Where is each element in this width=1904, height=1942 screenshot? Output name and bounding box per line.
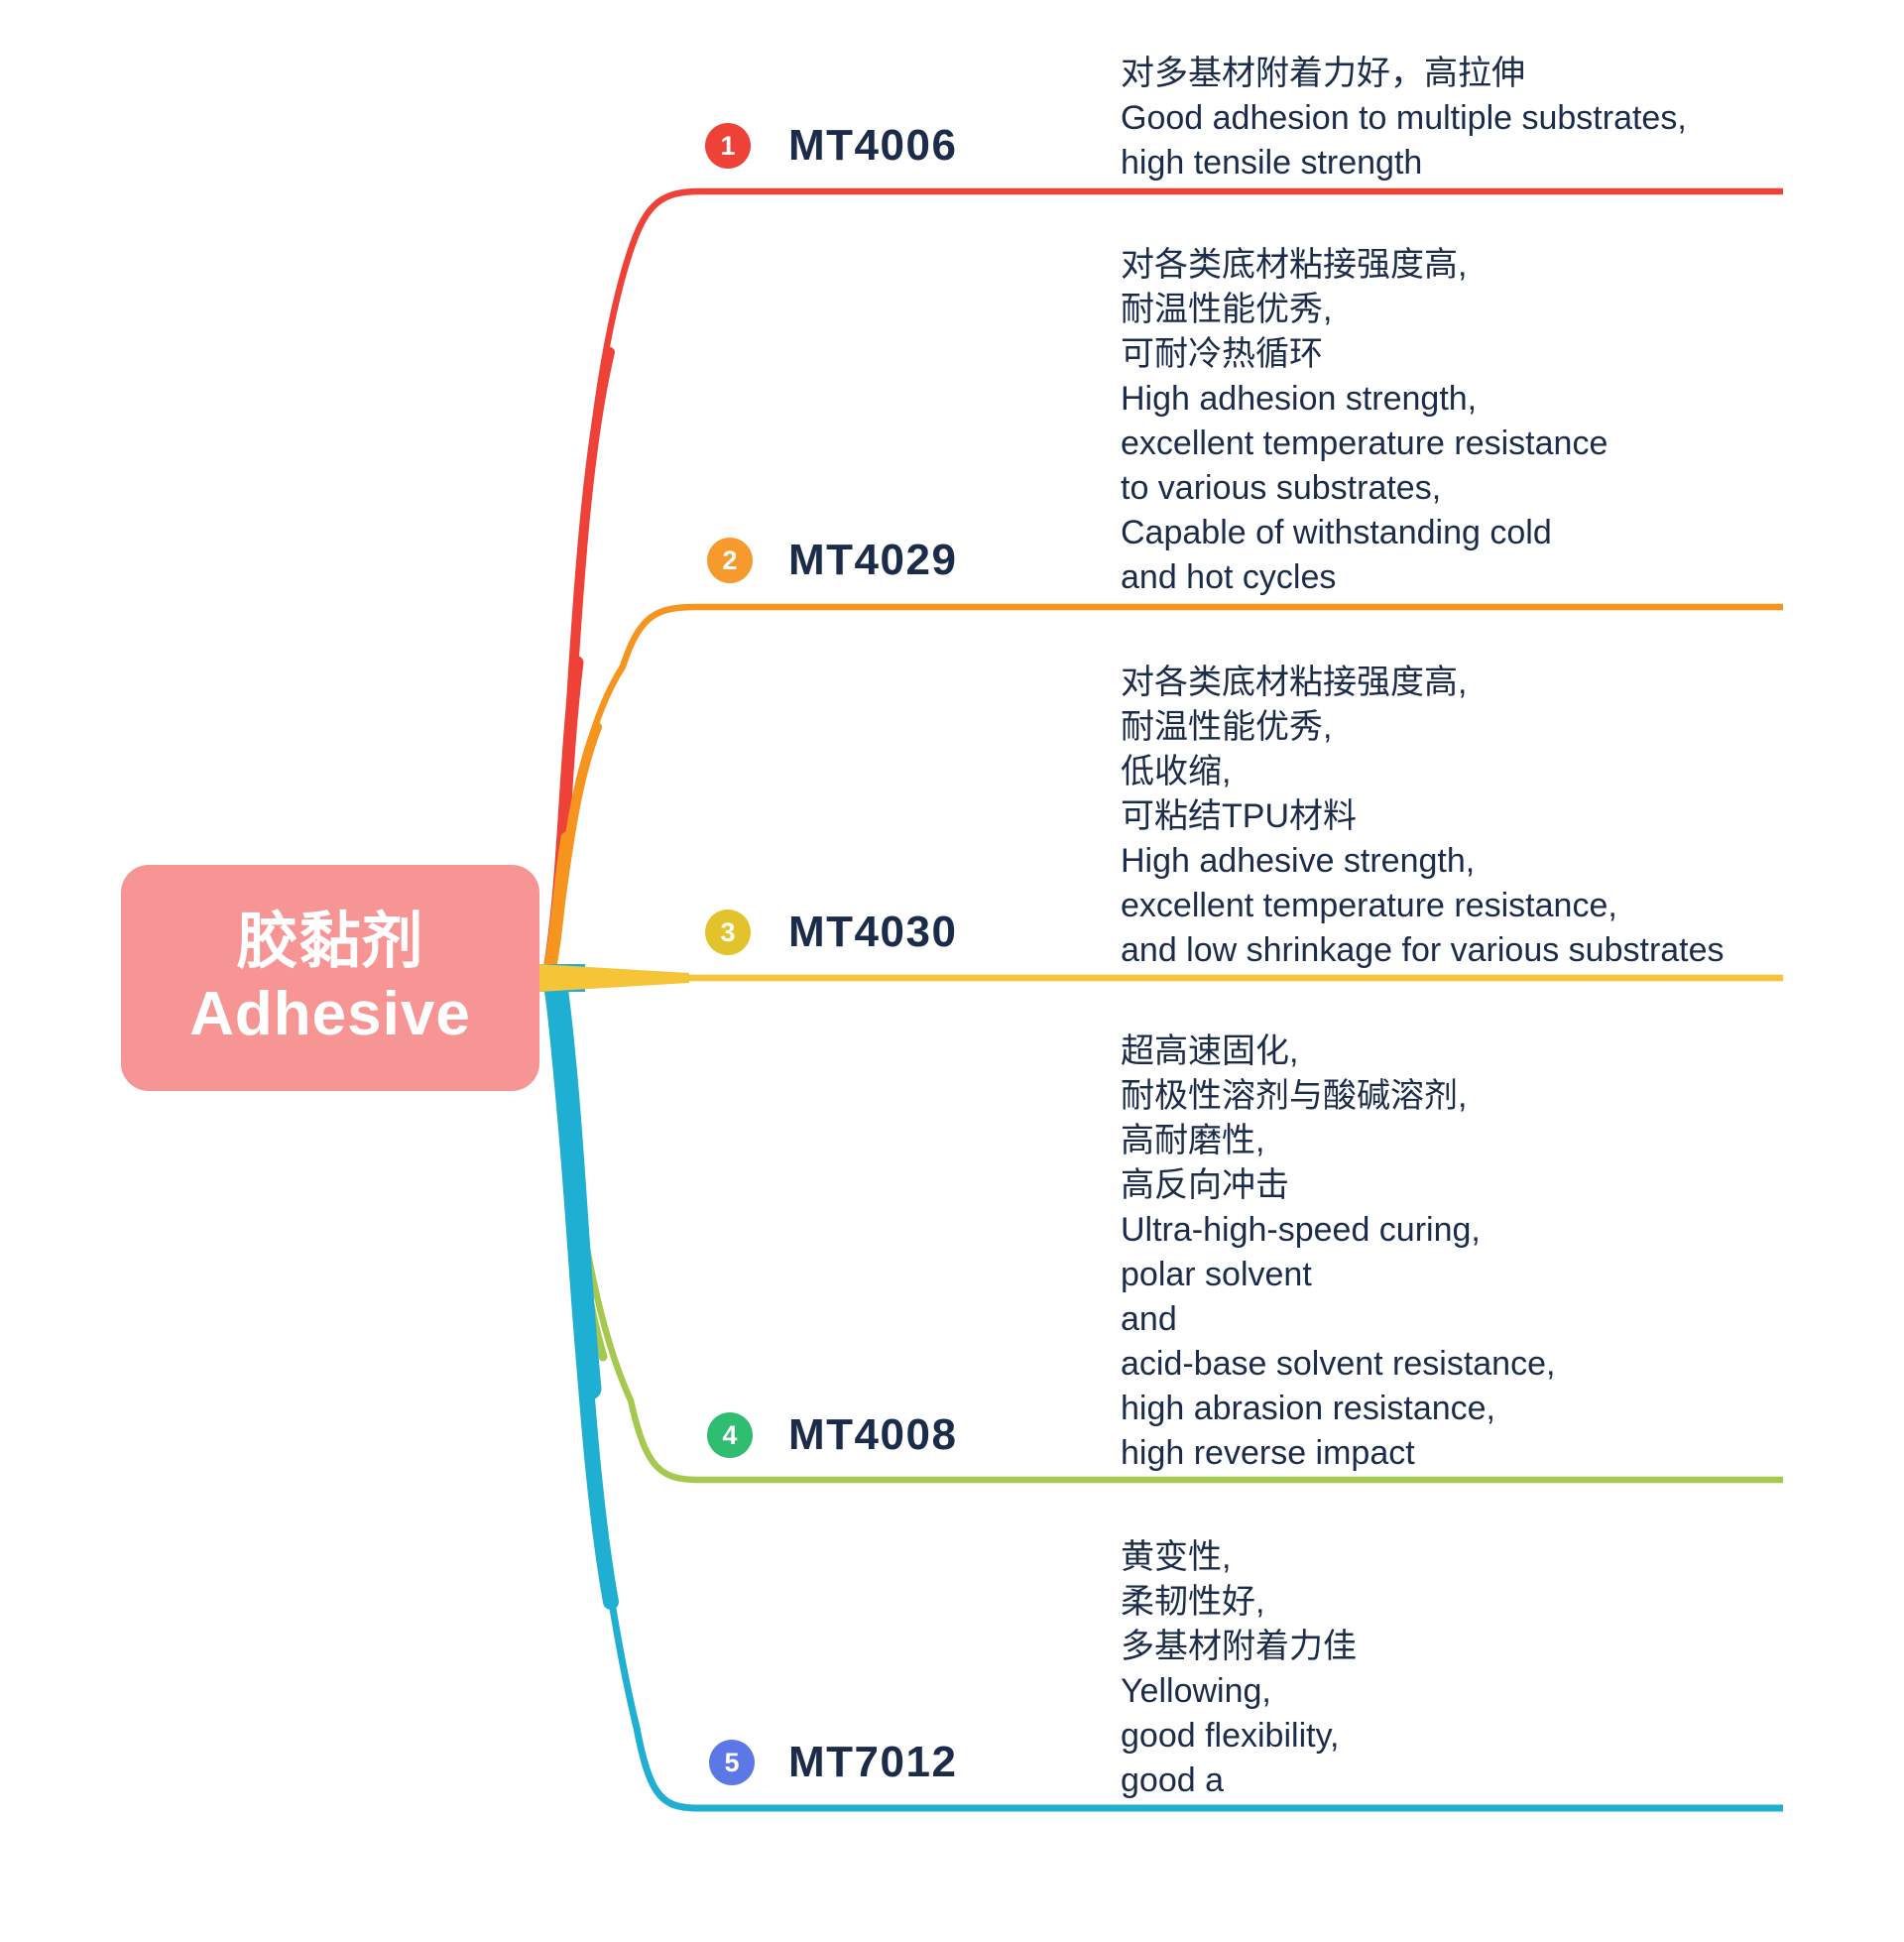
root-title-zh: 胶黏剂 [236,908,424,976]
branch-3-connector-wedge [538,964,689,992]
branch-2-description: 对各类底材粘接强度高, 耐温性能优秀, 可耐冷热循环 High adhesion… [1121,246,1608,596]
branch-4-label: MT4008 [788,1410,958,1459]
root-node: 胶黏剂 Adhesive [121,865,539,1091]
branch-4-description: 超高速固化, 耐极性溶剂与酸碱溶剂, 高耐磨性, 高反向冲击 Ultra-hig… [1121,1032,1556,1472]
root-title-en: Adhesive [189,980,471,1048]
branch-3-number-badge: 3 [705,910,751,955]
branch-5-connector-taper-near [543,966,602,1400]
branch-5-label: MT7012 [788,1738,958,1786]
branch-3-description: 对各类底材粘接强度高, 耐温性能优秀, 低收缩, 可粘结TPU材料 High a… [1121,664,1725,969]
branch-3-number: 3 [720,916,736,947]
branch-3-label: MT4030 [788,908,958,956]
branch-2-number-badge: 2 [707,538,753,583]
branch-4-number-badge: 4 [707,1412,753,1458]
branch-5-number-badge: 5 [709,1740,755,1785]
branch-2-number: 2 [722,545,738,575]
branch-1-number-badge: 1 [705,123,751,169]
branch-2-label: MT4029 [788,536,958,584]
branch-1-number: 1 [720,130,736,161]
branch-1-label: MT4006 [788,121,958,170]
branch-5-number: 5 [724,1747,740,1777]
branch-5-description: 黄变性, 柔韧性好, 多基材附着力佳 Yellowing, good flexi… [1121,1538,1357,1799]
branch-4-number: 4 [722,1419,738,1450]
branch-1-description: 对多基材附着力好，高拉伸 Good adhesion to multiple s… [1121,55,1687,182]
